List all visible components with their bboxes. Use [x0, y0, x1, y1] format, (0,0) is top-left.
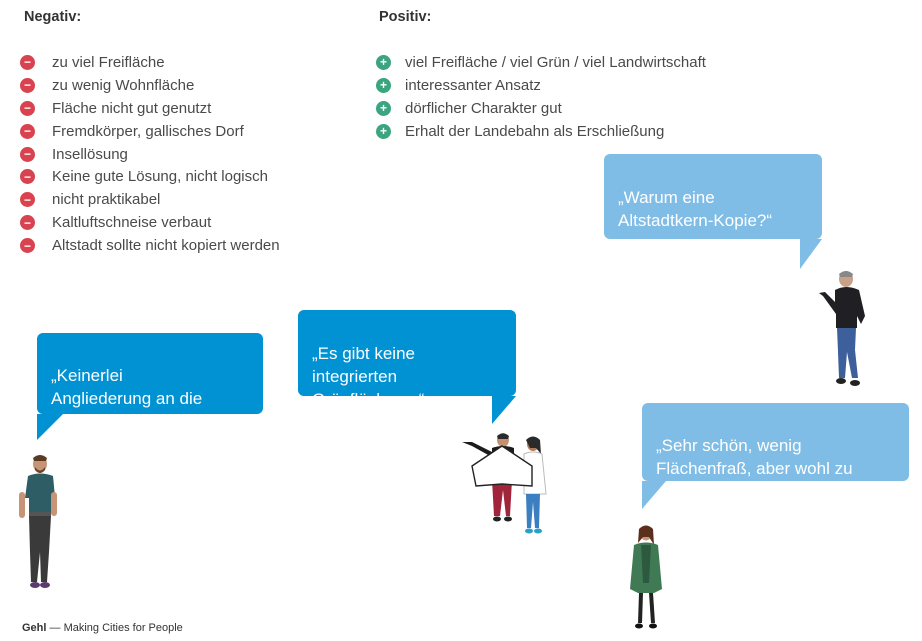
person-figure-man-left — [19, 455, 57, 588]
bubble-tail — [642, 481, 666, 509]
footer-tagline: — Making Cities for People — [49, 622, 183, 634]
person-figure-man-right — [819, 271, 865, 386]
negative-item: −zu viel Freifläche — [20, 51, 280, 74]
minus-icon: − — [20, 238, 35, 254]
speech-bubble-angliederung: „Keinerlei Angliederung an die bestehend… — [37, 333, 263, 440]
minus-icon: − — [20, 54, 35, 70]
person-figure-couple-with-map — [462, 433, 547, 534]
positive-item: +Erhalt der Landebahn als Erschließung — [376, 120, 706, 143]
positive-list: +viel Freifläche / viel Grün / viel Land… — [376, 51, 706, 143]
speech-bubble-gruenflaechen: „Es gibt keine integrierten Grünflächen.… — [298, 310, 516, 424]
quote-gruenflaechen: „Es gibt keine integrierten Grünflächen.… — [312, 344, 425, 409]
quote-altstadt: „Warum eine Altstadtkern-Kopie?“ — [618, 188, 773, 230]
footer-credit: Gehl — Making Cities for People — [22, 622, 183, 634]
negative-item: −zu wenig Wohnfläche — [20, 74, 280, 97]
bubble-tail — [800, 239, 822, 269]
minus-icon: − — [20, 100, 35, 116]
quote-flaechenfrass: „Sehr schön, wenig Flächenfraß, aber woh… — [656, 436, 853, 501]
minus-icon: − — [20, 146, 35, 162]
plus-icon: + — [376, 123, 391, 139]
speech-bubble-flaechenfrass: „Sehr schön, wenig Flächenfraß, aber woh… — [642, 403, 909, 509]
negative-list: −zu viel Freifläche −zu wenig Wohnfläche… — [20, 51, 280, 257]
positive-heading: Positiv: — [379, 9, 432, 25]
positive-item: +dörflicher Charakter gut — [376, 97, 706, 120]
positive-item: +viel Freifläche / viel Grün / viel Land… — [376, 51, 706, 74]
footer-brand: Gehl — [22, 622, 47, 634]
negative-item: −Altstadt sollte nicht kopiert werden — [20, 234, 280, 257]
positive-item: +interessanter Ansatz — [376, 74, 706, 97]
bubble-tail — [37, 414, 63, 440]
negative-item: −nicht praktikabel — [20, 188, 280, 211]
negative-item: −Insellösung — [20, 143, 280, 166]
quote-angliederung: „Keinerlei Angliederung an die bestehend… — [51, 366, 223, 431]
minus-icon: − — [20, 192, 35, 208]
minus-icon: − — [20, 215, 35, 231]
negative-item: −Fremdkörper, gallisches Dorf — [20, 120, 280, 143]
negative-item: −Keine gute Lösung, nicht logisch — [20, 165, 280, 188]
bubble-tail — [492, 396, 516, 424]
plus-icon: + — [376, 100, 391, 116]
speech-bubble-altstadt: „Warum eine Altstadtkern-Kopie?“ — [604, 154, 822, 269]
negative-heading: Negativ: — [24, 9, 82, 25]
minus-icon: − — [20, 77, 35, 93]
minus-icon: − — [20, 123, 35, 139]
person-figure-woman-green-coat — [630, 525, 662, 629]
negative-item: −Kaltluftschneise verbaut — [20, 211, 280, 234]
minus-icon: − — [20, 169, 35, 185]
plus-icon: + — [376, 77, 391, 93]
negative-item: −Fläche nicht gut genutzt — [20, 97, 280, 120]
plus-icon: + — [376, 54, 391, 70]
